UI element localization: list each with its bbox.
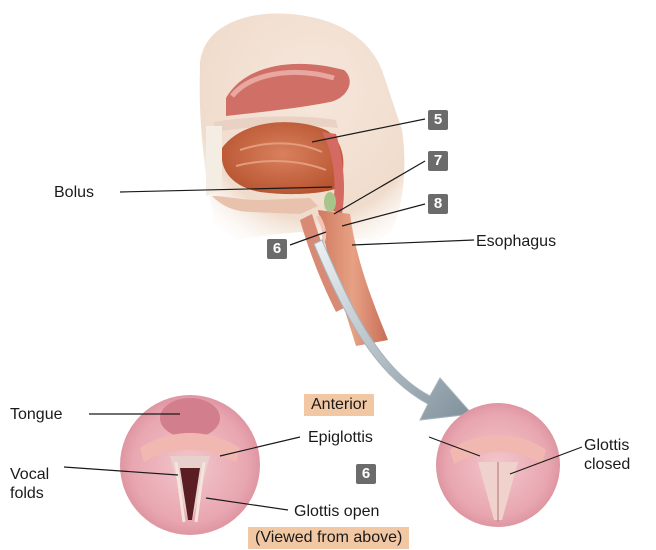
tag-viewed-from-above: (Viewed from above) <box>248 527 409 549</box>
step-marker-7: 7 <box>428 151 448 171</box>
label-epiglottis: Epiglottis <box>308 428 373 447</box>
step-marker-6-lower: 6 <box>356 464 376 484</box>
label-glottis-open: Glottis open <box>294 502 379 521</box>
label-tongue: Tongue <box>10 405 63 424</box>
label-vocal-folds: Vocal folds <box>10 465 49 503</box>
label-glottis-closed: Glottis closed <box>584 436 630 474</box>
larynx-view-open <box>120 395 260 535</box>
step-marker-8: 8 <box>428 194 448 214</box>
step-marker-5: 5 <box>428 110 448 130</box>
step-marker-6-upper: 6 <box>267 239 287 259</box>
larynx-view-closed <box>436 403 560 527</box>
tag-anterior: Anterior <box>304 394 374 416</box>
head-sagittal-section <box>200 13 405 240</box>
label-bolus: Bolus <box>54 183 94 202</box>
label-esophagus: Esophagus <box>476 232 556 251</box>
